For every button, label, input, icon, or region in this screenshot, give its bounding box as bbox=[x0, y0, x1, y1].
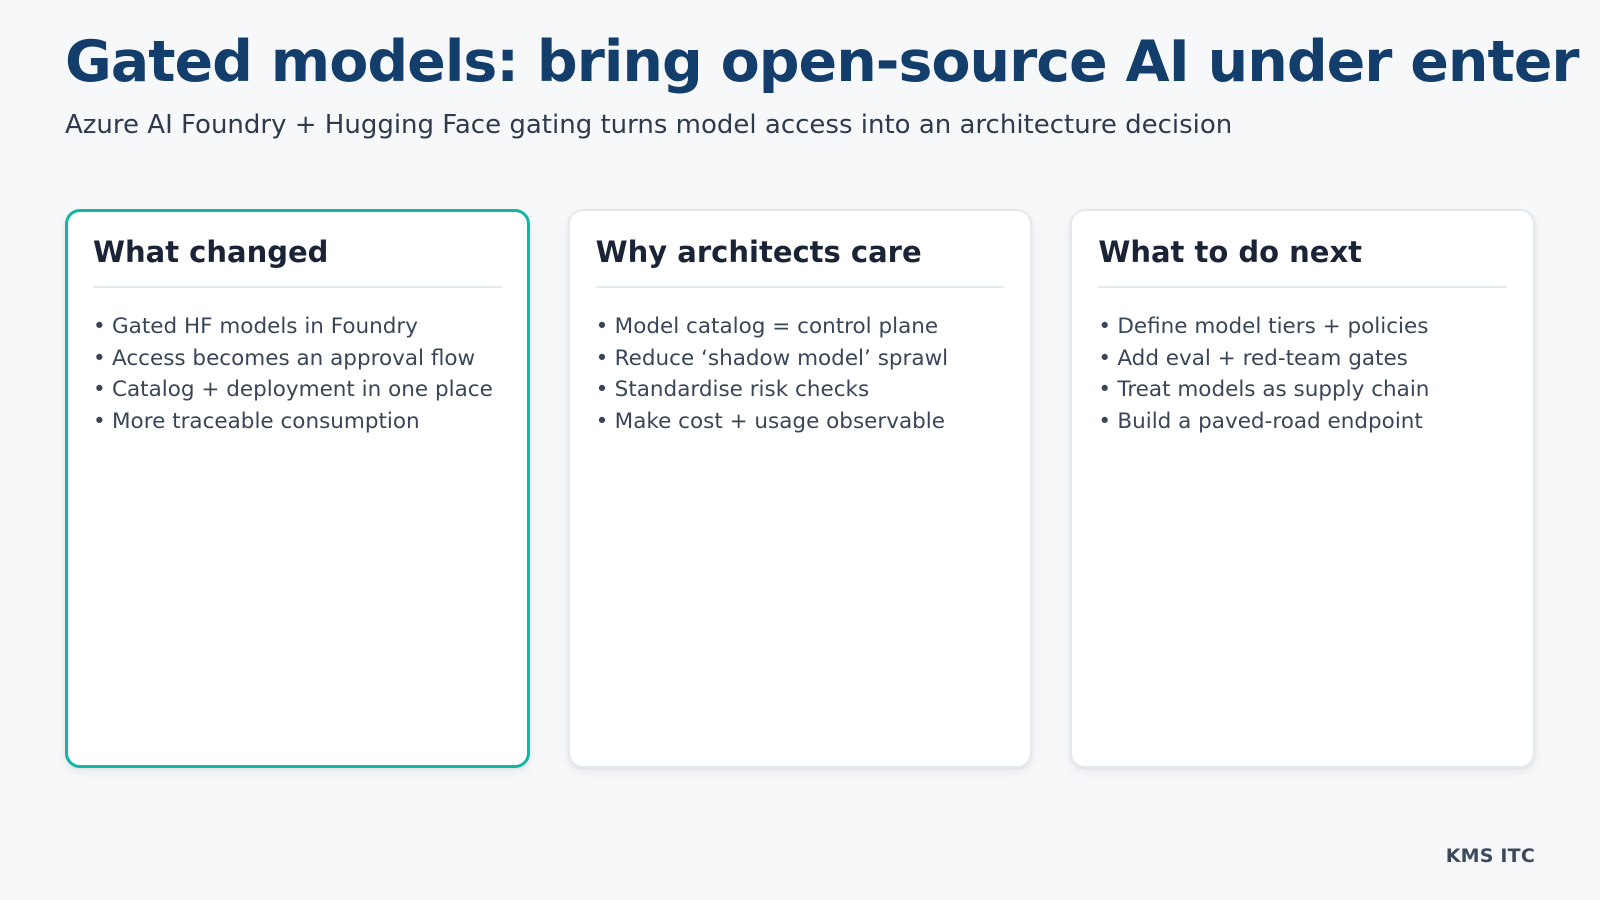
bullet-list: Gated HF models in Foundry Access become… bbox=[93, 311, 502, 437]
page-title: Gated models: bring open-source AI under… bbox=[65, 29, 1580, 95]
page-subtitle: Azure AI Foundry + Hugging Face gating t… bbox=[65, 110, 1233, 140]
card-why-architects-care: Why architects care Model catalog = cont… bbox=[567, 209, 1033, 768]
bullet-item: Model catalog = control plane bbox=[596, 311, 1005, 343]
card-what-changed: What changed Gated HF models in Foundry … bbox=[65, 209, 530, 768]
bullet-item: Access becomes an approval flow bbox=[93, 343, 502, 375]
footer-brand: KMS ITC bbox=[1445, 845, 1535, 867]
card-title: Why architects care bbox=[595, 235, 922, 269]
bullet-item: Build a paved-road endpoint bbox=[1098, 406, 1507, 438]
card-what-to-do-next: What to do next Define model tiers + pol… bbox=[1070, 209, 1536, 768]
card-title: What to do next bbox=[1098, 235, 1363, 269]
bullet-list: Model catalog = control plane Reduce ‘sh… bbox=[596, 311, 1005, 437]
bullet-item: More traceable consumption bbox=[93, 406, 502, 438]
bullet-item: Gated HF models in Foundry bbox=[93, 311, 502, 343]
bullet-item: Catalog + deployment in one place bbox=[93, 374, 502, 406]
bullet-item: Define model tiers + policies bbox=[1098, 311, 1507, 343]
bullet-item: Make cost + usage observable bbox=[596, 406, 1005, 438]
bullet-item: Treat models as supply chain bbox=[1098, 374, 1507, 406]
bullet-item: Reduce ‘shadow model’ sprawl bbox=[596, 343, 1005, 375]
bullet-item: Add eval + red-team gates bbox=[1098, 343, 1507, 375]
bullet-item: Standardise risk checks bbox=[596, 374, 1005, 406]
bullet-list: Define model tiers + policies Add eval +… bbox=[1098, 311, 1507, 437]
card-divider bbox=[1098, 286, 1508, 288]
card-divider bbox=[93, 286, 502, 288]
cards-row: What changed Gated HF models in Foundry … bbox=[65, 209, 1536, 768]
card-divider bbox=[595, 286, 1005, 288]
card-title: What changed bbox=[93, 235, 329, 269]
